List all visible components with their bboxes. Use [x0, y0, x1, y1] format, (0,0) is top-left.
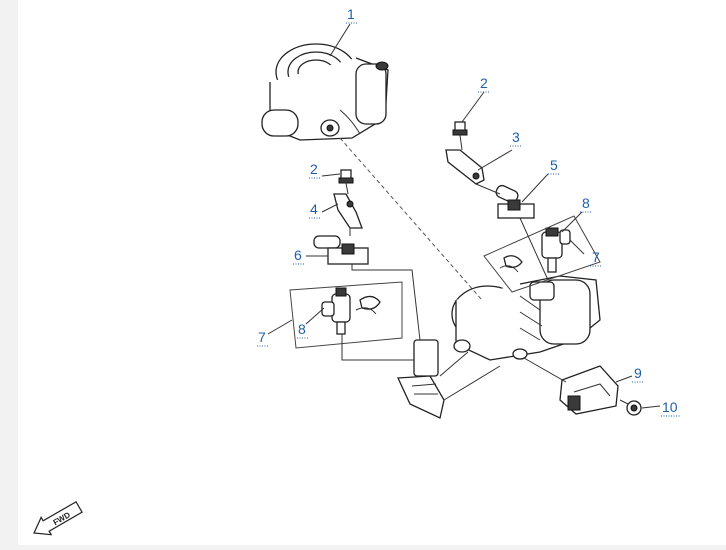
callout-number-5: 5	[550, 157, 558, 173]
throttle-body-lower	[451, 275, 601, 361]
nut-part-10	[626, 400, 642, 416]
callout-1: 1	[329, 6, 358, 57]
callout-number-10: 10	[662, 399, 678, 415]
callout-7-left: 7	[257, 319, 293, 347]
clip-part-7-left	[355, 295, 381, 315]
injector-part-8-left	[321, 287, 351, 335]
callout-number-3: 3	[512, 129, 520, 145]
callout-8-right: 8	[561, 195, 592, 233]
kit-outline-part-7-right	[483, 215, 601, 293]
assembly-lines	[339, 134, 629, 405]
bolt-part-2-left	[338, 169, 354, 184]
callout-7-right: 7	[569, 239, 602, 267]
hose-connector	[397, 339, 445, 419]
fuel-rail-part-5	[495, 184, 535, 219]
callout-8-left: 8	[297, 307, 325, 339]
callout-number-9: 9	[634, 365, 642, 381]
callout-number-7-right: 7	[592, 249, 600, 265]
callout-number-2-right: 2	[480, 75, 488, 91]
callout-number-7-left: 7	[258, 329, 266, 345]
kit-outline-part-7-left	[289, 281, 403, 349]
callout-number-8-left: 8	[298, 321, 306, 337]
callout-4: 4	[309, 201, 339, 219]
callout-3: 3	[477, 129, 522, 171]
callout-number-4: 4	[310, 201, 318, 217]
injector-part-8-right	[541, 227, 571, 273]
callout-number-1: 1	[347, 6, 355, 22]
sensor-part-9	[559, 365, 619, 415]
bracket-part-4	[333, 193, 363, 229]
callout-10: 10	[641, 399, 681, 417]
throttle-body-part-1	[261, 43, 389, 141]
bracket-part-3	[445, 149, 485, 185]
callout-5: 5	[521, 157, 560, 203]
callout-6: 6	[293, 247, 328, 265]
callout-2-left: 2	[309, 161, 341, 179]
callout-number-8-right: 8	[582, 195, 590, 211]
bolt-part-2-right	[452, 121, 468, 136]
callout-number-2-left: 2	[310, 161, 318, 177]
callout-number-6: 6	[294, 247, 302, 263]
callout-9: 9	[615, 365, 644, 383]
callout-2-right: 2	[461, 75, 490, 123]
clip-part-7-right	[499, 255, 523, 273]
